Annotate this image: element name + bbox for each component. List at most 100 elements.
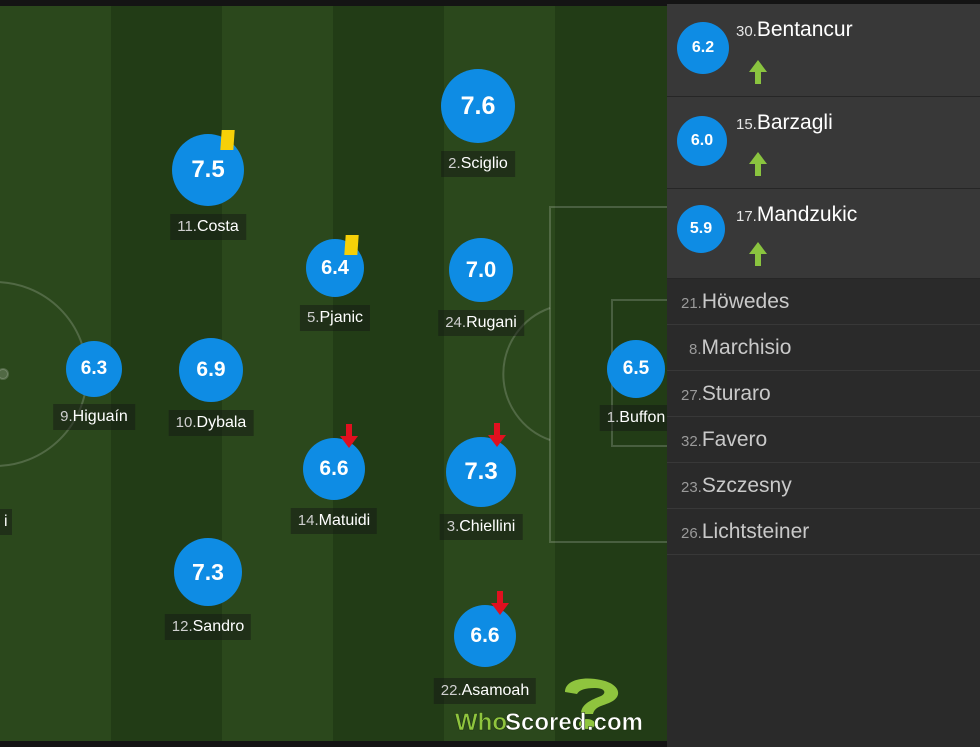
substitute-name: 17.Mandzukic	[736, 203, 857, 227]
substitute-name: 15.Barzagli	[736, 111, 833, 135]
player-name: Higuaín	[72, 408, 128, 425]
shirt-number: 22.	[440, 682, 462, 699]
player-name-label[interactable]: 12.Sandro	[164, 614, 252, 640]
player-name-label[interactable]: 9.Higuaín	[53, 404, 135, 430]
shirt-number: 24.	[445, 314, 467, 331]
bench-row[interactable]: 23.Szczesny	[667, 463, 980, 509]
rating-badge[interactable]: 6.6	[454, 605, 516, 667]
player-name-label[interactable]: 11.Costa	[170, 214, 246, 240]
player-name: Costa	[196, 218, 239, 235]
player-name: Dybala	[196, 414, 247, 431]
rating-badge[interactable]: 6.3	[66, 341, 122, 397]
pitch-stripe	[333, 6, 444, 741]
rating-badge[interactable]: 6.5	[607, 340, 665, 398]
bench-row[interactable]: 32.Favero	[667, 417, 980, 463]
shirt-number: 2.	[448, 155, 461, 172]
substitute-rating-badge[interactable]: 6.2	[677, 22, 729, 74]
bench-player-label: 21.Höwedes	[681, 290, 789, 314]
subbed-on-arrow-icon	[749, 60, 767, 89]
bench-player-name: Szczesny	[701, 474, 792, 497]
bench-row[interactable]: 27.Sturaro	[667, 371, 980, 417]
substitute-row[interactable]: 6.0 15.Barzagli	[667, 97, 980, 189]
player-name: Rugani	[466, 314, 517, 331]
player-name: Pjanic	[319, 309, 364, 326]
rating-badge[interactable]: 7.5	[172, 134, 244, 206]
player-name-label[interactable]: 10.Dybala	[168, 410, 254, 436]
substitute-rating-badge[interactable]: 5.9	[677, 205, 725, 253]
bench-shirt-number: 8.	[689, 341, 702, 358]
subbed-off-arrow-icon	[491, 591, 510, 620]
shirt-number: 10.	[175, 414, 197, 431]
player-name: Sandro	[192, 618, 245, 635]
player-name-label[interactable]: 14.Matuidi	[290, 508, 378, 534]
subbed-off-arrow-icon	[488, 423, 506, 452]
rating-badge[interactable]: 7.3	[174, 538, 242, 606]
player-name: Buffon	[619, 409, 666, 426]
bench-player-name: Lichtsteiner	[701, 520, 810, 543]
edge-player-name: i	[4, 513, 8, 530]
shirt-number: 3.	[446, 518, 460, 535]
bench-row[interactable]: 21.Höwedes	[667, 279, 980, 325]
substitute-shirt-number: 15.	[736, 116, 757, 133]
bench-row[interactable]: 26.Lichtsteiner	[667, 509, 980, 555]
shirt-number: 1.	[606, 409, 620, 426]
player-name: Sciglio	[460, 155, 508, 172]
substitute-row[interactable]: 6.2 30.Bentancur	[667, 4, 980, 97]
yellow-card-icon	[219, 130, 235, 150]
whoscored-logo: Who Scored .com	[455, 678, 660, 741]
subbed-on-arrow-icon	[749, 242, 767, 271]
player-name: Chiellini	[459, 518, 516, 535]
substitute-player-name: Bentancur	[756, 18, 853, 41]
bench-player-label: 27.Sturaro	[681, 382, 771, 406]
edge-player-label[interactable]: i	[0, 509, 12, 535]
player-name-label[interactable]: 2.Sciglio	[441, 151, 515, 177]
shirt-number: 9.	[60, 408, 73, 425]
bench-player-name: Höwedes	[701, 290, 790, 313]
shirt-number: 11.	[177, 218, 197, 235]
bench-player-label: 8.Marchisio	[689, 336, 791, 360]
substitutes-panel: 6.2 30.Bentancur 6.0 15.Barzagli 5.9 17.Mandz…	[667, 4, 980, 747]
rating-badge[interactable]: 7.6	[441, 69, 515, 143]
substitute-player-name: Mandzukic	[756, 203, 858, 226]
bench-player-name: Sturaro	[701, 382, 771, 405]
rating-badge[interactable]: 7.3	[446, 437, 516, 507]
bench-shirt-number: 26.	[681, 525, 702, 542]
top-border	[0, 0, 667, 6]
bench-player-label: 32.Favero	[681, 428, 767, 452]
yellow-card-icon	[344, 235, 359, 255]
substitute-rating-badge[interactable]: 6.0	[677, 116, 727, 166]
rating-badge[interactable]: 6.9	[179, 338, 243, 402]
shirt-number: 5.	[306, 309, 320, 326]
bench-shirt-number: 32.	[681, 433, 702, 450]
shirt-number: 14.	[297, 512, 319, 529]
player-name-label[interactable]: 1.Buffon	[599, 405, 667, 431]
shirt-number: 12.	[171, 618, 193, 635]
player-name-label[interactable]: 3.Chiellini	[439, 514, 523, 540]
bench-shirt-number: 23.	[681, 479, 702, 496]
subbed-off-arrow-icon	[340, 424, 359, 453]
bench-player-name: Favero	[701, 428, 768, 451]
rating-badge[interactable]: 7.0	[449, 238, 513, 302]
substitute-shirt-number: 30.	[736, 23, 757, 40]
logo-scored: Scored	[505, 709, 586, 736]
bench-player-label: 26.Lichtsteiner	[681, 520, 809, 544]
player-name-label[interactable]: 5.Pjanic	[299, 305, 371, 331]
player-name-label[interactable]: 22.Asamoah	[433, 678, 537, 704]
bench-shirt-number: 27.	[681, 387, 702, 404]
subbed-on-arrow-icon	[749, 152, 767, 181]
substitute-row[interactable]: 5.9 17.Mandzukic	[667, 189, 980, 279]
bench-row[interactable]: 8.Marchisio	[667, 325, 980, 371]
substitute-player-name: Barzagli	[756, 111, 833, 134]
bench-player-name: Marchisio	[701, 336, 792, 359]
bench-player-label: 23.Szczesny	[681, 474, 792, 498]
player-name: Matuidi	[318, 512, 371, 529]
substitute-name: 30.Bentancur	[736, 18, 853, 42]
logo-who: Who	[455, 709, 507, 736]
bench-shirt-number: 21.	[681, 295, 702, 312]
substitute-shirt-number: 17.	[736, 208, 757, 225]
player-name-label[interactable]: 24.Rugani	[438, 310, 524, 336]
logo-dotcom: .com	[587, 709, 643, 736]
player-name: Asamoah	[461, 682, 530, 699]
rating-badge[interactable]: 6.6	[303, 438, 365, 500]
